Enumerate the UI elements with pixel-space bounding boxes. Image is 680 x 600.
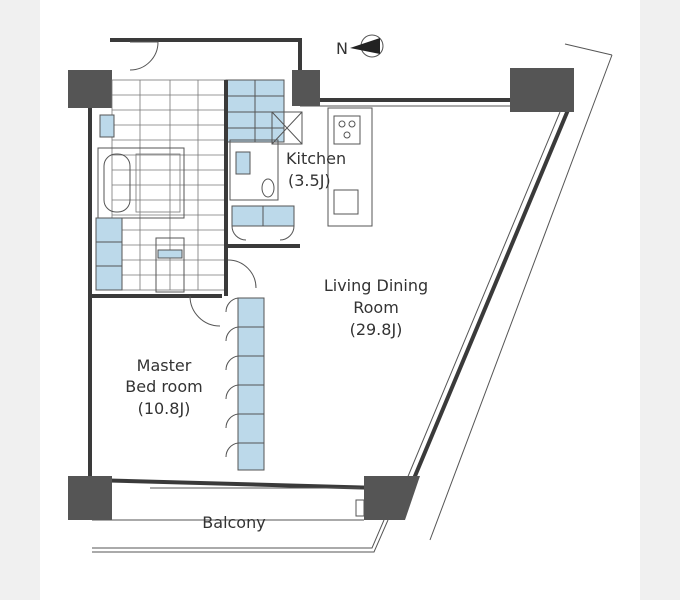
kitchen-sink-icon [333,189,359,215]
kitchen-size: (3.5J) [288,171,331,190]
pillar-ne [510,68,574,112]
cooktop-icon [333,115,361,145]
north-letter: N [336,39,348,58]
kitchen-name: Kitchen [286,149,346,168]
pillar-sw [68,476,112,520]
east-outer-line [429,54,613,541]
living-name-line2: Room [353,298,399,317]
living-door [227,259,257,289]
outer-walls [88,38,613,541]
pillar-nw [68,70,112,108]
toilet-tank [235,151,251,175]
laundry-pan [271,111,303,145]
bathtub-icon [103,153,131,213]
balcony-name: Balcony [202,513,265,532]
kitchen-counter [327,107,373,227]
living-name-line1: Living Dining [324,276,428,295]
east-window-line [403,111,561,487]
toilet-room [229,139,279,201]
bedroom-size: (10.8J) [138,399,191,418]
storage-box-icon [99,114,115,138]
linen-closet [95,217,123,291]
living-size: (29.8J) [350,320,403,339]
corner-line [564,43,613,56]
toilet-bowl-icon [261,178,275,198]
pillar-n [292,70,320,106]
north-arrow-icon [350,38,380,54]
south-wall [89,478,381,490]
entry-door [129,41,159,71]
bedroom-door [189,295,221,327]
bedroom-name-line1: Master [137,356,192,375]
balcony-drain-icon [355,499,365,517]
balcony-rail-outer [92,519,389,553]
east-diagonal-wall [408,109,570,489]
balcony-rail [92,519,385,549]
bathroom [97,147,185,219]
pillar-se [364,476,420,520]
bedroom-name-line2: Bed room [125,377,202,396]
wardrobe [225,297,265,471]
compass: N [336,34,384,58]
shoe-cabinet [155,237,185,293]
